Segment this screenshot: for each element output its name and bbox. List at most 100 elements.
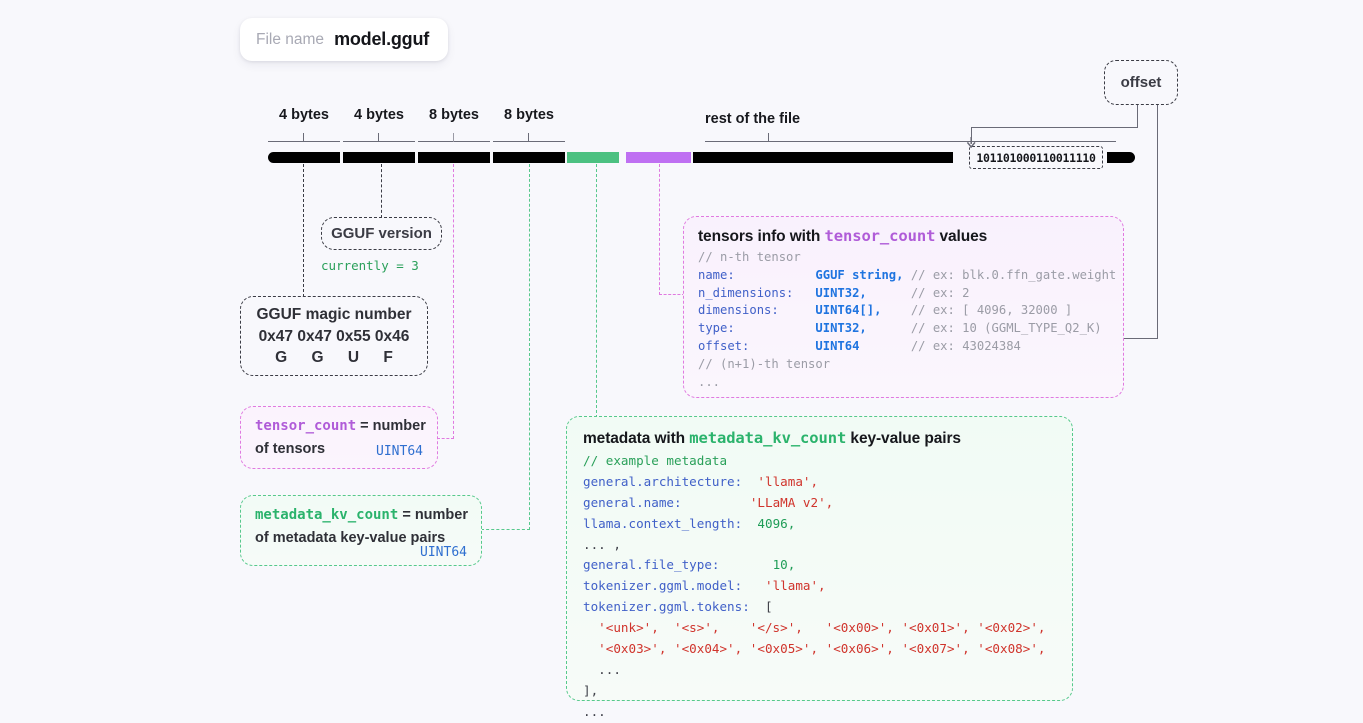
bar-segment-tail — [1107, 152, 1135, 163]
metadata-entry-5-value: 'llama', — [764, 578, 826, 594]
tensor-count-line1: tensor_count = number — [255, 416, 426, 438]
gguf-version-callout: GGUF version — [321, 217, 442, 250]
bar-segment-metadata-kv-count — [493, 152, 565, 163]
segment-label-2: 8 bytes — [429, 107, 479, 123]
metadata-entry-2-key: llama.context_length: — [583, 515, 743, 531]
connector-tensor-count-v — [453, 164, 454, 439]
file-name-pill: File name model.gguf — [240, 18, 448, 61]
metadata-kv-count-name: metadata_kv_count — [255, 507, 399, 523]
magic-char-2: U — [347, 349, 360, 366]
offset-arrow-down-icon — [966, 137, 976, 149]
metadata-info-title-post: key-value pairs — [846, 430, 961, 447]
connector-magic — [303, 164, 304, 297]
connector-tensor-count-h — [437, 438, 454, 439]
metadata-entry-6-key: tokenizer.ggml.tokens: — [583, 599, 750, 615]
tensors-line-4-type: UINT32, — [815, 321, 867, 336]
offset-connector-left — [971, 127, 1138, 128]
metadata-kv-count-callout: metadata_kv_count = number of metadata k… — [240, 495, 482, 566]
offset-label: offset — [1120, 74, 1162, 91]
metadata-kv-count-line2: of metadata key-value pairs — [255, 529, 446, 546]
magic-char-0: G — [275, 349, 288, 366]
metadata-entry-0-value: 'llama', — [757, 473, 819, 489]
connector-tensors-info-h — [659, 294, 685, 295]
gguf-version-note-text: currently = 3 — [321, 258, 419, 273]
bar-segment-version — [343, 152, 415, 163]
metadata-tail-2: ... — [583, 703, 606, 719]
metadata-entry-4-key: general.file_type: — [583, 557, 720, 573]
metadata-entry-2-value: 4096, — [757, 515, 796, 531]
tensor-count-line2: of tensors — [255, 440, 326, 457]
tensors-line-1-comment: // ex: blk.0.ffn_gate.weight — [910, 267, 1117, 282]
segment-label-4: rest of the file — [705, 111, 801, 127]
tensor-count-name: tensor_count — [255, 418, 357, 434]
metadata-comment: // example metadata — [583, 453, 728, 468]
tensor-count-callout: tensor_count = number of tensors UINT64 — [240, 406, 438, 469]
tensors-info-title-mono: tensor_count — [824, 227, 936, 245]
tensors-line-1-key: name: — [698, 267, 735, 282]
tensors-line-5-key: offset: — [698, 339, 750, 354]
bar-segment-tensor-count — [418, 152, 490, 163]
ruler-tick-3 — [528, 133, 530, 142]
metadata-kv-count-eq: = number — [398, 507, 468, 523]
tensors-info-title: tensors info with tensor_count values — [698, 227, 1109, 246]
metadata-entry-4-value: 10, — [772, 557, 796, 573]
ruler-line-1 — [343, 133, 415, 143]
connector-metadata-count-h — [481, 529, 530, 530]
tensors-line-2-key: n_dimensions: — [698, 285, 794, 300]
bar-segment-metadata — [567, 152, 619, 163]
metadata-entry-0-key: general.architecture: — [583, 473, 743, 489]
offset-connector-down-a — [1137, 105, 1138, 128]
offset-connector-long-down — [1157, 105, 1158, 338]
metadata-info-code: // example metadata general.architecture… — [583, 451, 1058, 723]
tensor-count-type: UINT64 — [376, 444, 423, 460]
tensors-line-7-comment: ... — [698, 374, 721, 389]
tensors-line-3-type: UINT64[], — [815, 303, 882, 318]
metadata-entry-3-key: ... , — [583, 536, 621, 552]
file-name-value: model.gguf — [334, 29, 430, 49]
magic-char-1: G — [311, 349, 324, 366]
file-name-label: File name — [256, 30, 325, 48]
tensors-line-4-comment: // ex: 10 (GGML_TYPE_Q2_K) — [910, 321, 1102, 336]
connector-version — [381, 164, 382, 218]
connector-metadata-block — [596, 164, 597, 418]
magic-chars: G G U F — [241, 349, 427, 367]
tensors-line-1-type: GGUF string, — [815, 267, 904, 282]
tensors-line-2-comment: // ex: 2 — [910, 285, 970, 300]
metadata-info-title-pre: metadata with — [583, 430, 690, 447]
metadata-entry-5-key: tokenizer.ggml.model: — [583, 578, 743, 594]
metadata-token-row-1: '<0x03>', '<0x04>', '<0x05>', '<0x06>', … — [583, 641, 1046, 657]
metadata-entry-6-value: [ — [764, 599, 773, 615]
ruler-line-3 — [493, 133, 565, 143]
tensors-line-3-key: dimensions: — [698, 303, 779, 318]
metadata-entry-1-value: 'LLaMA v2', — [749, 494, 834, 510]
metadata-tail-1: ], — [583, 682, 599, 698]
metadata-info-title: metadata with metadata_kv_count key-valu… — [583, 429, 1058, 448]
tensors-line-5-comment: // ex: 43024384 — [910, 339, 1021, 354]
tensors-line-4-key: type: — [698, 321, 735, 336]
gguf-version-note: currently = 3 — [321, 257, 461, 275]
bar-segment-magic — [268, 152, 340, 163]
segment-label-0: 4 bytes — [279, 107, 329, 123]
tensors-line-3-comment: // ex: [ 4096, 32000 ] — [910, 303, 1073, 318]
binary-value-box: 101101000110011110 — [969, 146, 1103, 169]
magic-char-3: F — [383, 349, 393, 366]
tensors-line-2-type: UINT32, — [815, 285, 867, 300]
bar-segment-rest — [693, 152, 953, 163]
tensor-count-eq: = number — [356, 418, 426, 434]
ruler-tick-1 — [378, 133, 380, 142]
ruler-tick-4 — [768, 133, 770, 142]
metadata-info-title-mono: metadata_kv_count — [689, 429, 847, 447]
metadata-tail-0: ... — [583, 661, 621, 677]
ruler-tick-2 — [453, 133, 455, 142]
ruler-line-4 — [705, 133, 1116, 143]
tensors-info-title-post: values — [935, 228, 988, 245]
metadata-entry-1-key: general.name: — [583, 494, 682, 510]
magic-title: GGUF magic number — [256, 306, 412, 323]
tensors-info-code: // n-th tensor name: GGUF string, // ex:… — [698, 249, 1116, 392]
tensors-info-title-pre: tensors info with — [698, 228, 825, 245]
tensors-line-0-comment: // n-th tensor — [698, 250, 801, 264]
offset-connector-down-b — [971, 127, 972, 143]
metadata-kv-count-type: UINT64 — [420, 545, 467, 561]
magic-hex: 0x47 0x47 0x55 0x46 — [258, 328, 410, 345]
